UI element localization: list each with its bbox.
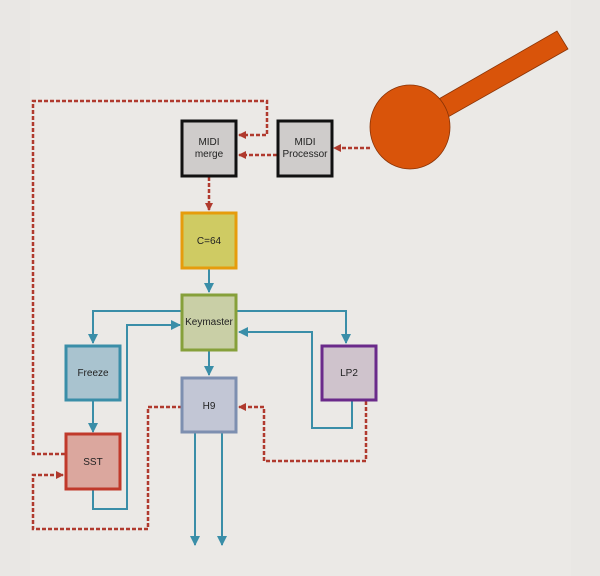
node-h9[interactable]: H9 [180,376,238,434]
node-label: MIDI [198,137,219,148]
sst-to-keymaster-link [92,320,181,510]
lp2-to-h9-link [238,401,368,463]
h9-to-sst-link [31,405,182,531]
node-freeze[interactable]: Freeze [64,344,122,402]
node-label: MIDI [294,137,315,148]
node-label: C=64 [197,236,222,247]
expression-pedal-icon [369,30,569,170]
keymaster-to-lp2-link [237,310,351,344]
node-label: H9 [203,401,216,412]
node-sst[interactable]: SST [64,432,122,491]
node-label: LP2 [340,368,358,379]
node-label: Keymaster [185,317,233,328]
keymaster-to-freeze-link [88,310,182,344]
node-keymaster[interactable]: Keymaster [180,293,238,352]
lp2-to-keymaster-link [238,327,353,429]
node-label: SST [83,457,102,468]
node-label: Freeze [77,368,109,379]
node-midi-merge[interactable]: MIDI merge [180,119,238,178]
node-c64[interactable]: C=64 [180,211,238,270]
node-label: merge [195,149,224,160]
sst-to-merge-link [31,99,269,456]
node-label: Processor [282,149,328,160]
node-midi-processor[interactable]: MIDI Processor [276,119,334,178]
node-lp2[interactable]: LP2 [320,344,378,402]
